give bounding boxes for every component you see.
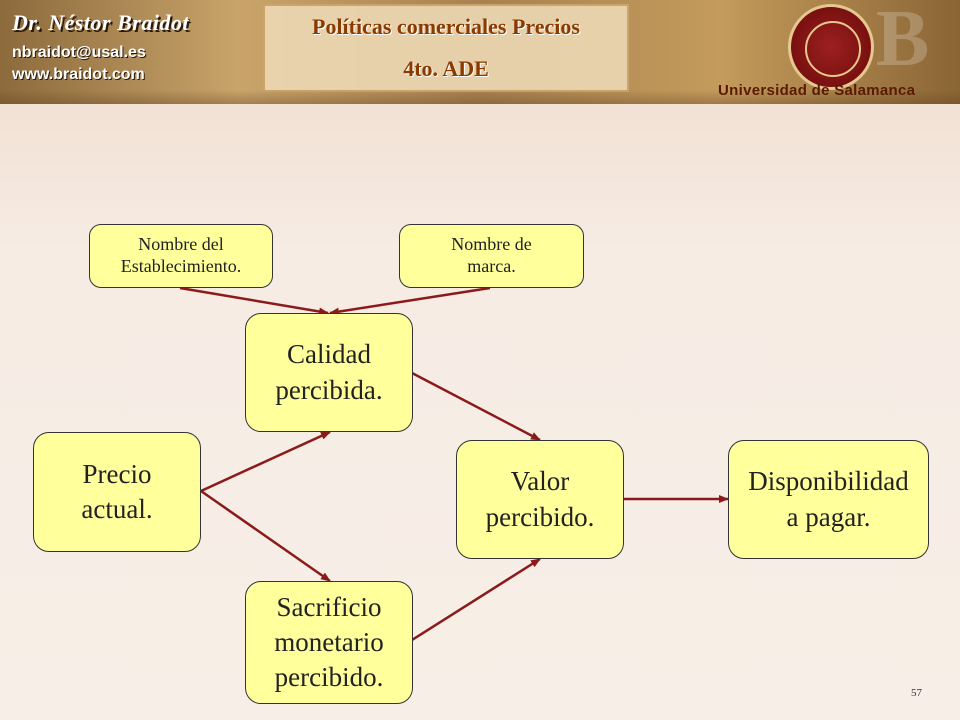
header-banner: Dr. Néstor Braidot nbraidot@usal.es www.… [0, 0, 960, 104]
university-seal-icon [788, 4, 874, 90]
university-logo-letter: B [876, 0, 930, 83]
arrow-quality-to-value [411, 371, 541, 442]
arrow-sacrifice-to-value [411, 557, 541, 642]
node-perceived-value: Valor percibido. [456, 440, 624, 559]
author-website: www.braidot.com [12, 66, 145, 83]
header-shade [0, 90, 960, 104]
node-actual-price: Precio actual. [33, 432, 201, 552]
node-store-name: Nombre del Establecimiento. [89, 224, 273, 288]
arrow-brand-to-quality [329, 286, 491, 316]
arrow-price-to-quality [200, 430, 331, 493]
node-brand-name: Nombre de marca. [399, 224, 584, 288]
slide-number: 57 [911, 687, 922, 699]
slide-title: Políticas comerciales Precios [312, 14, 580, 39]
arrow-price-to-sacrifice [200, 489, 331, 583]
node-perceived-quality: Calidad percibida. [245, 313, 413, 432]
seal-ring [805, 21, 861, 77]
arrow-store-to-quality [179, 286, 329, 316]
node-willingness-to-pay: Disponibilidad a pagar. [728, 440, 929, 559]
node-perceived-monetary-sacrifice: Sacrificio monetario percibido. [245, 581, 413, 704]
university-name: Universidad de Salamanca [718, 82, 915, 99]
slide-subtitle: 4to. ADE [403, 56, 489, 81]
author-name: Dr. Néstor Braidot [12, 10, 190, 35]
slide-title-box: Políticas comerciales Precios 4to. ADE [263, 4, 629, 92]
author-email: nbraidot@usal.es [12, 44, 146, 61]
